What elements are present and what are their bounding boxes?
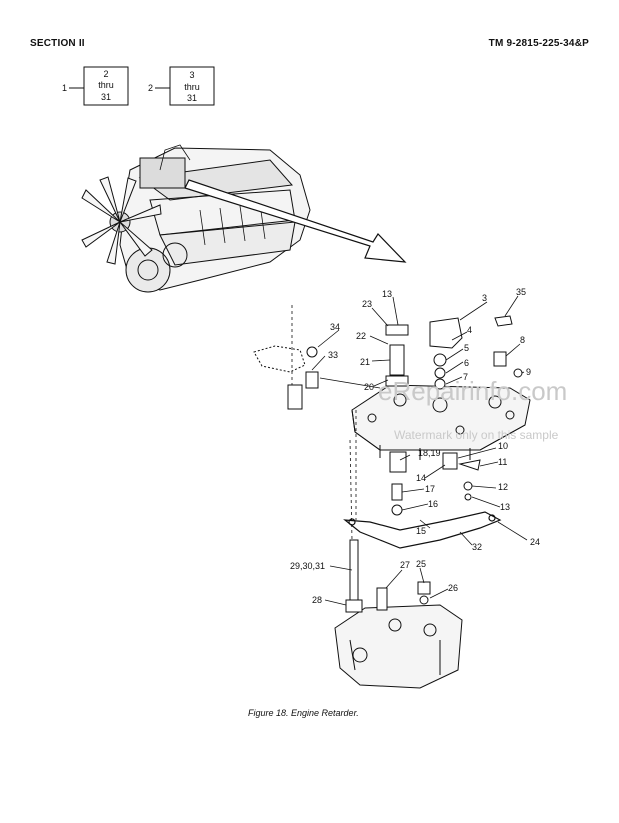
index-box-1: 1 2 thru 31 <box>62 66 129 106</box>
watermark-note: Watermark only on this sample <box>394 428 559 442</box>
index-box-2-line2: thru <box>184 82 200 92</box>
callout-25: 25 <box>416 559 426 569</box>
callout-34: 34 <box>330 322 340 332</box>
callout-5: 5 <box>464 343 469 353</box>
callout-15: 15 <box>416 526 426 536</box>
callout-32: 32 <box>472 542 482 552</box>
watermark-site: eRepairinfo.com <box>378 376 567 406</box>
direction-arrow <box>184 179 407 263</box>
callout-17: 17 <box>425 484 435 494</box>
index-box-2: 2 3 thru 31 <box>148 66 215 106</box>
callout-24: 24 <box>530 537 540 547</box>
callout-20: 20 <box>364 382 374 392</box>
callout-8: 8 <box>520 335 525 345</box>
callout-22: 22 <box>356 331 366 341</box>
tm-number: TM 9-2815-225-34&P <box>488 38 589 49</box>
index-box-1-line3: 31 <box>101 92 111 102</box>
callout-13-top: 13 <box>382 289 392 299</box>
callout-9: 9 <box>526 367 531 377</box>
section-label: SECTION II <box>30 38 85 49</box>
callout-33: 33 <box>328 350 338 360</box>
figure-caption: Figure 18. Engine Retarder. <box>248 708 359 718</box>
callout-23: 23 <box>362 299 372 309</box>
callout-28: 28 <box>312 595 322 605</box>
callout-6: 6 <box>464 358 469 368</box>
retarder-cover-housing <box>351 384 531 460</box>
leader-lines <box>291 295 528 606</box>
index-callout-2: 2 <box>148 83 153 93</box>
callout-29-31: 29,30,31 <box>290 561 325 571</box>
callout-11: 11 <box>498 457 507 467</box>
callout-26: 26 <box>448 583 458 593</box>
index-box-2-line1: 3 <box>189 70 194 80</box>
retarder-lower-housing <box>334 604 463 689</box>
callout-4: 4 <box>467 325 472 335</box>
callout-7: 7 <box>463 372 468 382</box>
callout-labels: 13 23 22 21 20 3 35 4 5 6 7 8 9 10 11 12… <box>290 287 540 605</box>
callout-10: 10 <box>498 441 508 451</box>
index-box-2-line3: 31 <box>187 93 197 103</box>
callout-14: 14 <box>416 473 426 483</box>
index-callout-1: 1 <box>62 83 67 93</box>
callout-13: 13 <box>500 502 510 512</box>
callout-18-19: 18,19 <box>418 448 441 458</box>
fan-illustration <box>81 176 162 265</box>
callout-21: 21 <box>360 357 370 367</box>
callout-16: 16 <box>428 499 438 509</box>
callout-12: 12 <box>498 482 508 492</box>
callout-27: 27 <box>400 560 410 570</box>
engine-illustration <box>119 144 311 293</box>
index-box-1-line2: thru <box>98 80 114 90</box>
index-box-1-line1: 2 <box>103 69 108 79</box>
callout-3: 3 <box>482 293 487 303</box>
callout-35: 35 <box>516 287 526 297</box>
